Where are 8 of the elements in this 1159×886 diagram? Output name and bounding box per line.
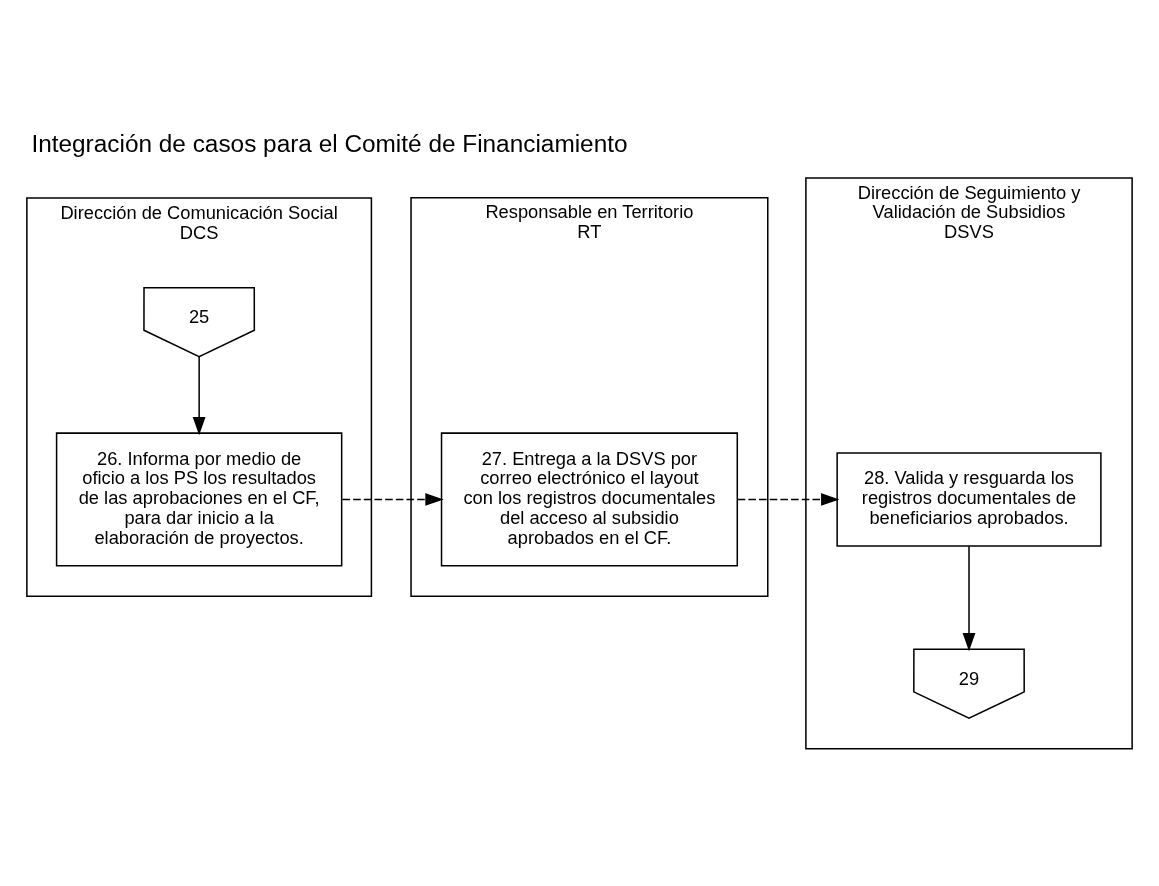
diagram-title: Integración de casos para el Comité de Financiamiento — [31, 129, 628, 157]
node-box: 26. Informa por medio de oficio a los PS los resultados de las aprobaciones en el CF, para dar inicio a la elaboración de proyectos. — [55, 431, 343, 567]
arrow — [736, 492, 840, 506]
arrow — [962, 545, 976, 651]
arrow — [192, 355, 206, 435]
node-box: 28. Valida y resguarda los registros documentales de beneficiarios aprobados. — [836, 451, 1102, 547]
node-box: 27. Entrega a la DSVS por correo electrónico el layout con los registros documentales del acceso al subsidio aprobados en el CF. — [440, 431, 739, 567]
arrow — [341, 492, 444, 506]
